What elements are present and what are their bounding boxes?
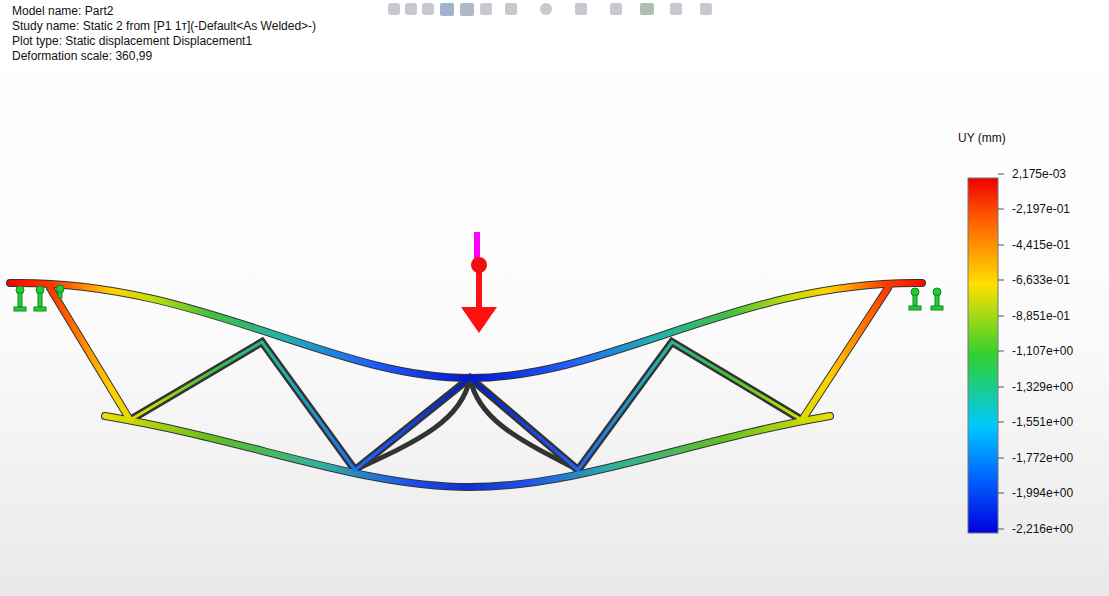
- legend-value: -1,994e+00: [1012, 486, 1073, 500]
- tick-mark: [998, 493, 1004, 494]
- tick-mark: [998, 209, 1004, 210]
- legend-title: UY (mm): [958, 131, 1006, 145]
- tick-mark: [998, 280, 1004, 281]
- tick-mark: [998, 387, 1004, 388]
- legend-value: -2,197e-01: [1012, 202, 1070, 216]
- legend-value: -1,329e+00: [1012, 380, 1073, 394]
- legend-value: -2,216e+00: [1012, 522, 1073, 536]
- legend-value: -6,633e-01: [1012, 273, 1070, 287]
- legend-value: -8,851e-01: [1012, 309, 1070, 323]
- legend-value: -4,415e-01: [1012, 238, 1070, 252]
- legend-value: -1,772e+00: [1012, 451, 1073, 465]
- legend-value: -1,551e+00: [1012, 415, 1073, 429]
- plot-info: Deformation scale: 360,99: [12, 49, 152, 63]
- plot-info: Study name: Static 2 from [P1 1т](-Defau…: [12, 19, 316, 33]
- tick-mark: [998, 422, 1004, 423]
- legend-value: 2,175e-03: [1012, 167, 1066, 181]
- tick-mark: [998, 351, 1004, 352]
- tick-mark: [998, 316, 1004, 317]
- tick-mark: [998, 245, 1004, 246]
- tick-mark: [998, 529, 1004, 530]
- plot-info: Plot type: Static displacement Displacem…: [12, 34, 252, 48]
- tick-mark: [998, 174, 1004, 175]
- plot-info: Model name: Part2: [12, 4, 113, 18]
- tick-mark: [998, 458, 1004, 459]
- legend-value: -1,107e+00: [1012, 344, 1073, 358]
